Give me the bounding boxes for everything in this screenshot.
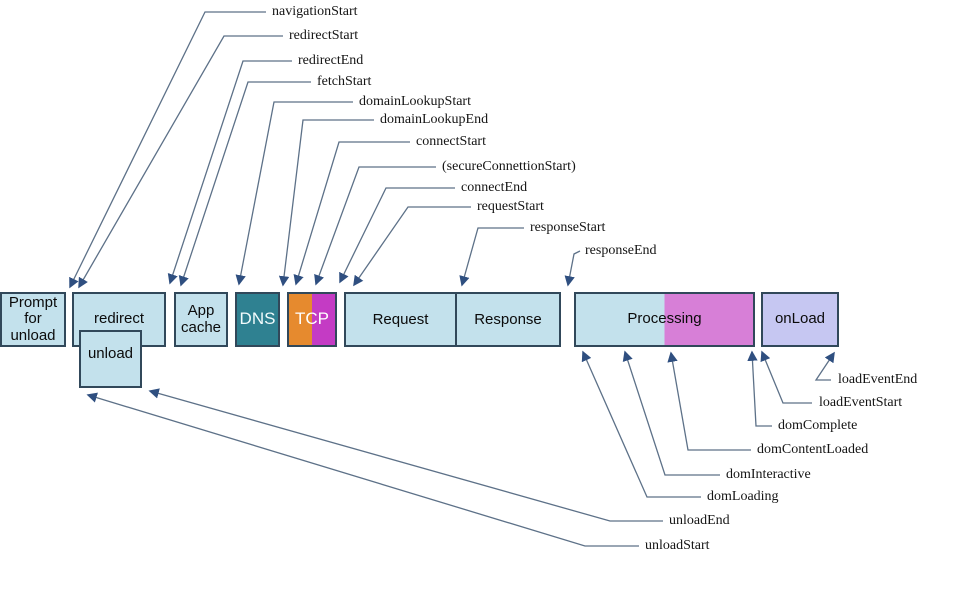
event-label-domInteractive: domInteractive [726,467,811,482]
event-label-redirectStart: redirectStart [289,28,359,43]
connector-secureConnectionStart [314,166,436,286]
event-label-navigationStart: navigationStart [272,4,358,19]
connector-redirectEnd [167,60,292,285]
event-label-requestStart: requestStart [477,199,544,214]
connector-fetchStart [178,81,311,287]
box-request: Request [346,294,457,345]
connector-responseEnd [564,250,581,287]
event-label-loadEventStart: loadEventStart [819,395,903,410]
event-label-domainLookupStart: domainLookupStart [359,94,471,109]
box-tcp: TCP [287,292,337,347]
connector-loadEventEnd [814,351,835,381]
event-label-connectStart: connectStart [416,134,486,149]
event-label-unloadStart: unloadStart [645,538,710,553]
connector-redirectStart [78,35,283,289]
event-label-domComplete: domComplete [778,418,858,433]
event-label-domLoading: domLoading [707,489,779,504]
connector-loadEventStart [760,350,812,404]
connector-domInteractive [622,350,720,476]
box-prompt-for-unload: Prompt for unload [0,292,66,347]
event-label-loadEventEnd: loadEventEnd [838,372,918,387]
connector-domLoading [581,350,701,498]
connector-connectEnd [339,187,455,284]
event-label-domainLookupEnd: domainLookupEnd [380,112,489,127]
connector-domComplete [747,350,772,427]
connector-domainLookupStart [235,101,353,286]
connector-domainLookupEnd [278,119,374,287]
event-label-connectEnd: connectEnd [461,180,528,195]
connector-unloadEnd [148,388,663,522]
event-label-responseStart: responseStart [530,220,606,235]
connector-navigationStart [69,11,266,289]
box-request-response: Request Response [344,292,561,347]
connector-requestStart [353,206,471,287]
event-label-fetchStart: fetchStart [317,74,372,89]
connector-domContentLoaded [667,351,751,451]
box-app-cache: App cache [174,292,228,347]
event-label-secureConnectionStart: (secureConnettionStart) [442,159,576,174]
event-label-unloadEnd: unloadEnd [669,513,730,528]
connector-connectStart [293,141,410,286]
box-response: Response [474,311,542,328]
event-label-responseEnd: responseEnd [585,243,657,258]
box-onload: onLoad [761,292,839,347]
box-processing: Processing [574,292,755,347]
box-unload: unload [79,330,142,388]
connector-unloadStart [86,392,639,547]
connector-responseStart [459,227,524,287]
event-label-redirectEnd: redirectEnd [298,53,364,68]
box-dns: DNS [235,292,280,347]
event-label-domContentLoaded: domContentLoaded [757,442,869,457]
